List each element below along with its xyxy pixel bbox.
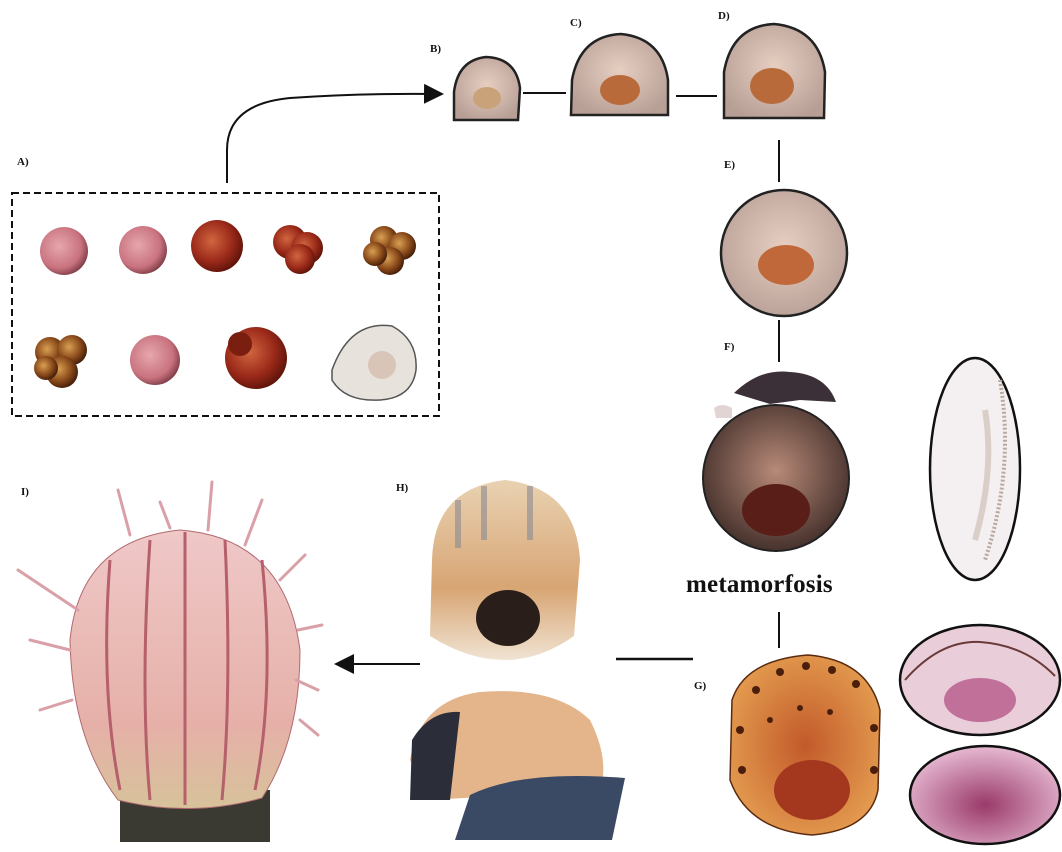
panel-d-larva — [724, 24, 825, 118]
label-i: I) — [21, 486, 29, 498]
label-h: H) — [396, 482, 408, 494]
panel-h-spat-side — [410, 691, 625, 840]
zoom-shell-ellipse — [910, 746, 1060, 844]
panel-e-larva — [721, 190, 847, 316]
label-g: G) — [694, 680, 706, 692]
egg-4-cleaving — [273, 225, 323, 274]
egg-1 — [40, 227, 88, 275]
egg-7 — [130, 335, 180, 385]
label-f: F) — [724, 341, 734, 353]
egg-8-blastula — [225, 327, 287, 389]
egg-3 — [191, 220, 243, 272]
zoom-spines-ellipse — [900, 625, 1060, 735]
panel-g-spat — [730, 655, 880, 835]
label-c: C) — [570, 17, 582, 29]
egg-5-morula — [363, 226, 416, 275]
velum — [734, 371, 836, 404]
egg-9-trochophore — [332, 325, 416, 400]
zoom-hinge-ellipse — [930, 358, 1020, 580]
panel-b-larva — [454, 57, 520, 120]
panel-c-larva — [571, 34, 668, 115]
egg-6-morula — [34, 335, 87, 388]
label-a: A) — [17, 156, 29, 168]
metamorphosis-label: metamorfosis — [686, 571, 833, 599]
panel-h-spat-top — [430, 480, 580, 660]
panel-f-pediveliger — [703, 371, 849, 551]
egg-2 — [119, 226, 167, 274]
label-e: E) — [724, 159, 735, 171]
panel-i-adult-scallop — [18, 482, 322, 842]
panel-a-eggs — [34, 220, 416, 400]
arrow-a-to-b — [227, 94, 440, 183]
label-b: B) — [430, 43, 441, 55]
label-d: D) — [718, 10, 730, 22]
